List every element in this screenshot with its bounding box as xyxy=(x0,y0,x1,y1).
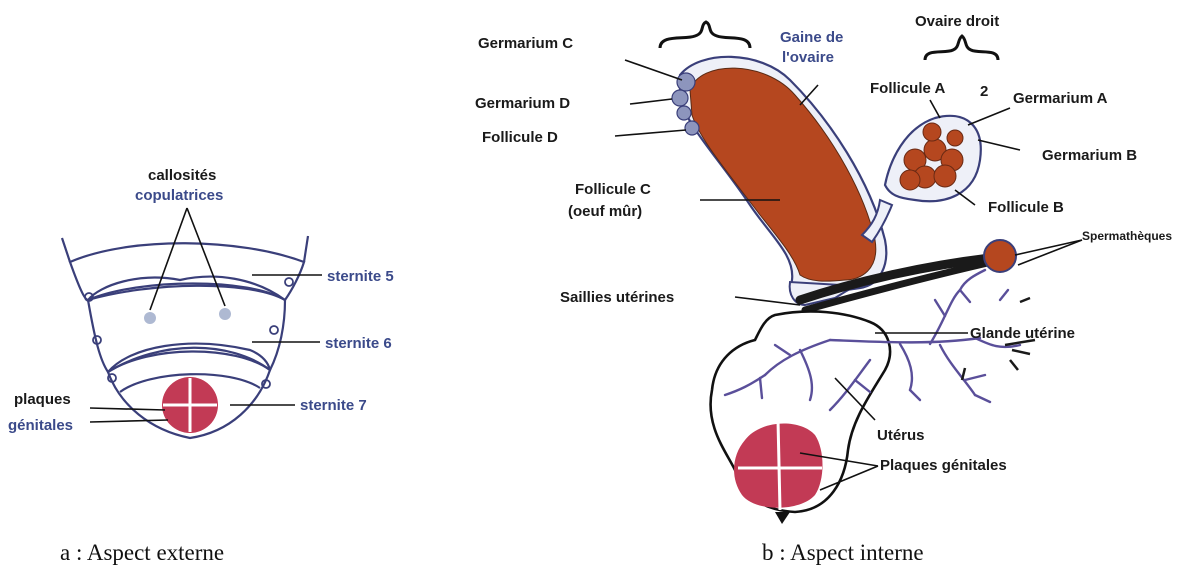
brace-right xyxy=(925,36,998,60)
leader-follicule-d xyxy=(615,130,686,136)
panel-b-internal: Germarium C Germarium D Follicule D Foll… xyxy=(475,13,1172,565)
spermatheque-bulb xyxy=(984,240,1016,272)
label-uterus: Utérus xyxy=(877,427,925,444)
uterus-tip xyxy=(775,512,790,524)
label-saillies: Saillies utérines xyxy=(560,289,674,306)
caption-b: b : Aspect interne xyxy=(762,540,924,565)
label-germarium-c: Germarium C xyxy=(478,35,573,52)
leader-germarium-b xyxy=(978,140,1020,150)
label-follicule-a: Follicule A xyxy=(870,80,945,97)
label-follicule-c-1: Follicule C xyxy=(575,181,651,198)
label-sternite5: sternite 5 xyxy=(327,268,394,285)
leader-germarium-d xyxy=(630,99,672,104)
label-callosites-1: callosités xyxy=(148,167,216,184)
callosites-dots xyxy=(144,308,231,324)
label-follicule-a-num: 2 xyxy=(980,83,988,100)
label-callosites-2: copulatrices xyxy=(135,187,223,204)
label-gaine-2: l'ovaire xyxy=(782,49,834,66)
label-gaine-1: Gaine de xyxy=(780,29,843,46)
label-germarium-b: Germarium B xyxy=(1042,147,1137,164)
leader-callosites-2 xyxy=(187,208,225,306)
label-plaques-1: plaques xyxy=(14,391,71,408)
label-follicule-c-2: (oeuf mûr) xyxy=(568,203,642,220)
leader-callosites-1 xyxy=(150,208,187,310)
leader-plaques-2 xyxy=(90,420,168,422)
label-follicule-d: Follicule D xyxy=(482,129,558,146)
label-plaques-b: Plaques génitales xyxy=(880,457,1007,474)
caption-a: a : Aspect externe xyxy=(60,540,224,565)
side-line-right xyxy=(304,236,308,262)
label-spermatheques: Spermathèques xyxy=(1082,229,1172,243)
spiracles xyxy=(85,278,293,388)
leader-saillies xyxy=(735,297,800,305)
sternite-6-shape xyxy=(88,284,285,373)
side-line-left xyxy=(62,238,70,262)
panel-a-external: callosités copulatrices sternite 5 stern… xyxy=(8,167,394,565)
leader-follicule-b xyxy=(955,190,975,205)
label-ovaire-droit: Ovaire droit xyxy=(915,13,999,30)
sternite-5-shape xyxy=(70,243,304,300)
label-sternite6: sternite 6 xyxy=(325,335,392,352)
leader-follicule-a xyxy=(930,100,940,118)
label-glande: Glande utérine xyxy=(970,325,1075,342)
plaques-genitales-a xyxy=(162,377,218,433)
label-germarium-a: Germarium A xyxy=(1013,90,1108,107)
label-germarium-d: Germarium D xyxy=(475,95,570,112)
label-sternite7: sternite 7 xyxy=(300,397,367,414)
brace-left xyxy=(660,22,750,48)
leader-plaques-1 xyxy=(90,408,165,410)
label-follicule-b: Follicule B xyxy=(988,199,1064,216)
leader-germarium-c xyxy=(625,60,682,80)
leader-germarium-a xyxy=(968,108,1010,125)
label-plaques-2: génitales xyxy=(8,417,73,434)
